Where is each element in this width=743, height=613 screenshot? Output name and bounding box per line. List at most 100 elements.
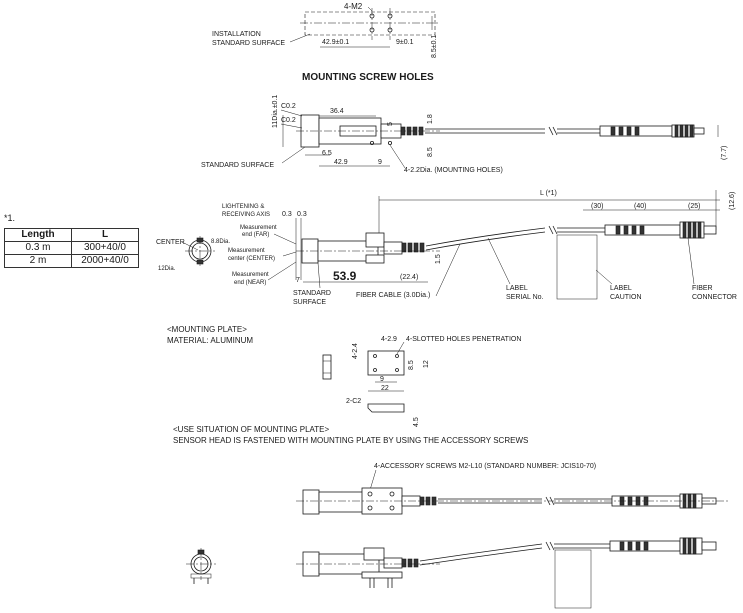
- accessory-screws-label: 4-ACCESSORY SCREWS M2-L10 (STANDARD NUMB…: [374, 463, 596, 470]
- use-situation-title-1: <USE SITUATION OF MOUNTING PLATE>: [173, 425, 329, 434]
- dim-6-5: 6.5: [322, 150, 332, 157]
- dim-4-2-4: 4-2.4: [352, 343, 359, 359]
- label-serial-2: SERIAL No.: [506, 294, 544, 301]
- side-mount-foot: [365, 254, 385, 264]
- standard-surface-side-2: SURFACE: [293, 299, 326, 306]
- plate-side-profile: [322, 354, 332, 380]
- use-head-front: [302, 489, 320, 515]
- dim-36-4: 36.4: [330, 108, 344, 115]
- use-situation-title-2: SENSOR HEAD IS FASTENED WITH MOUNTING PL…: [173, 436, 528, 445]
- meas-far-1: Measurement: [240, 225, 277, 231]
- dim-0-3-b: 0.3: [297, 211, 307, 218]
- meas-center-2: center (CENTER): [228, 256, 275, 262]
- use-side-plate: [361, 571, 403, 579]
- side-neck: [383, 241, 403, 255]
- dim-2-c2: 2-C2: [346, 398, 361, 405]
- dim-5: 5: [387, 122, 394, 126]
- end-view-circle: [185, 236, 215, 266]
- dim-9: 9±0.1: [396, 39, 414, 46]
- dim-8-5: 8.5±0.1: [431, 35, 438, 58]
- length-table-note: *1.: [4, 213, 16, 223]
- length-table: Length L 0.3 m 300+40/0 2 m 2000+40/0: [4, 228, 139, 268]
- dim-40: (40): [634, 203, 646, 210]
- fiber-connector-side: [604, 221, 717, 239]
- dim-12-plate: 12: [423, 360, 430, 368]
- dim-30: (30): [591, 203, 603, 210]
- table-cell: 0.3 m: [4, 241, 72, 255]
- use-caution-tag: [554, 549, 592, 609]
- lightening-label-1: LIGHTENING &: [222, 204, 264, 210]
- fiber-connector-label-2: CONNECTOR: [692, 294, 737, 301]
- plate-top: [367, 350, 405, 376]
- meas-near-2: end (NEAR): [234, 280, 266, 286]
- screw-hole: [369, 13, 375, 19]
- mounting-plate-view: <MOUNTING PLATE> MATERIAL: ALUMINUM 4-2.…: [167, 325, 521, 427]
- use-end-view: [186, 548, 216, 584]
- screw-hole-outline: [304, 11, 436, 36]
- dim-7-7: (7.7): [721, 146, 728, 160]
- slotted-holes-label: 4-SLOTTED HOLES PENETRATION: [406, 336, 521, 343]
- dim-53-9: 53.9: [333, 269, 357, 283]
- dim-8-5-plate: 8.5: [408, 360, 415, 370]
- dim-4m2: 4-M2: [344, 2, 363, 11]
- dim-7-side: 7: [296, 277, 300, 284]
- installation-label-2: STANDARD SURFACE: [212, 40, 285, 47]
- dim-12-6: (12.6): [729, 192, 736, 210]
- table-cell: 2 m: [4, 254, 72, 268]
- mounting-plate-title-1: <MOUNTING PLATE>: [167, 325, 247, 334]
- dim-1-5: 1.5: [435, 254, 442, 264]
- meas-far-2: end (FAR): [242, 232, 269, 238]
- side-strain-relief: [401, 242, 425, 253]
- table-row: 2 m 2000+40/0: [4, 254, 139, 268]
- dim-8-5-top: 8.5: [427, 147, 434, 157]
- lightening-label-2: RECEIVING AXIS: [222, 212, 270, 218]
- fiber-connector-top: [599, 124, 705, 138]
- dim-12dia: 12Dia.: [158, 266, 176, 272]
- screw-hole: [387, 27, 393, 33]
- installation-label-1: INSTALLATION: [212, 31, 261, 38]
- fiber-cable-label: FIBER CABLE (3.0Dia.): [356, 292, 430, 299]
- label-serial-1: LABEL: [506, 285, 528, 292]
- dim-42-9: 42.9±0.1: [322, 39, 349, 46]
- standard-surface-side-1: STANDARD: [293, 290, 331, 297]
- label-caution-1: LABEL: [610, 285, 632, 292]
- mounting-plate-title-2: MATERIAL: ALUMINUM: [167, 336, 253, 345]
- dim-25: (25): [688, 203, 700, 210]
- center-label: CENTER: [156, 239, 185, 246]
- meas-near-1: Measurement: [232, 272, 269, 278]
- fiber-connector-label-1: FIBER: [692, 285, 713, 292]
- standard-surface-top: STANDARD SURFACE: [201, 162, 274, 169]
- length-table-header-length: Length: [4, 228, 72, 242]
- dim-42-9-top: 42.9: [334, 159, 348, 166]
- dim-8-8dia: 8.8Dia.: [211, 239, 230, 245]
- label-caution-tag: [556, 234, 598, 300]
- table-cell: 2000+40/0: [71, 254, 139, 268]
- meas-center-1: Measurement: [228, 248, 265, 254]
- side-mount-block: [365, 232, 385, 248]
- screw-hole: [369, 27, 375, 33]
- dim-4-5: 4.5: [413, 417, 420, 427]
- dim-4-2-9: 4-2.9: [381, 336, 397, 343]
- dim-1-8: 1.8: [427, 114, 434, 124]
- plate-front: [367, 403, 405, 413]
- table-cell: 300+40/0: [71, 241, 139, 255]
- top-view: (7.7) 11Dia.±0.1 C0.2 C0.2 36.4 5 1.8 6.…: [201, 95, 728, 174]
- table-row: 0.3 m 300+40/0: [4, 241, 139, 255]
- mounting-holes-label: 4-2.2Dia. (MOUNTING HOLES): [404, 167, 503, 174]
- use-situation-view: <USE SITUATION OF MOUNTING PLATE> SENSOR…: [173, 425, 730, 609]
- mounting-screw-holes-view: 4-M2 42.9±0.1 9±0.1 8.5±0.1 INSTALLATION…: [212, 2, 440, 83]
- dim-L: L (*1): [540, 190, 557, 197]
- length-table-header-l: L: [71, 228, 139, 242]
- side-view: L (*1) (30) (40) (25) (12.6) LIGHTENING …: [156, 190, 737, 306]
- label-caution-2: CAUTION: [610, 294, 642, 301]
- dim-22-plate: 22: [381, 385, 389, 392]
- dim-9-top: 9: [378, 159, 382, 166]
- dim-c02-b: C0.2: [281, 117, 296, 124]
- screw-hole: [387, 13, 393, 19]
- dim-c02-a: C0.2: [281, 103, 296, 110]
- screw-holes-title: MOUNTING SCREW HOLES: [302, 72, 434, 83]
- dim-22-4: (22.4): [400, 274, 418, 281]
- dim-11dia: 11Dia.±0.1: [272, 95, 279, 128]
- dim-0-3-a: 0.3: [282, 211, 292, 218]
